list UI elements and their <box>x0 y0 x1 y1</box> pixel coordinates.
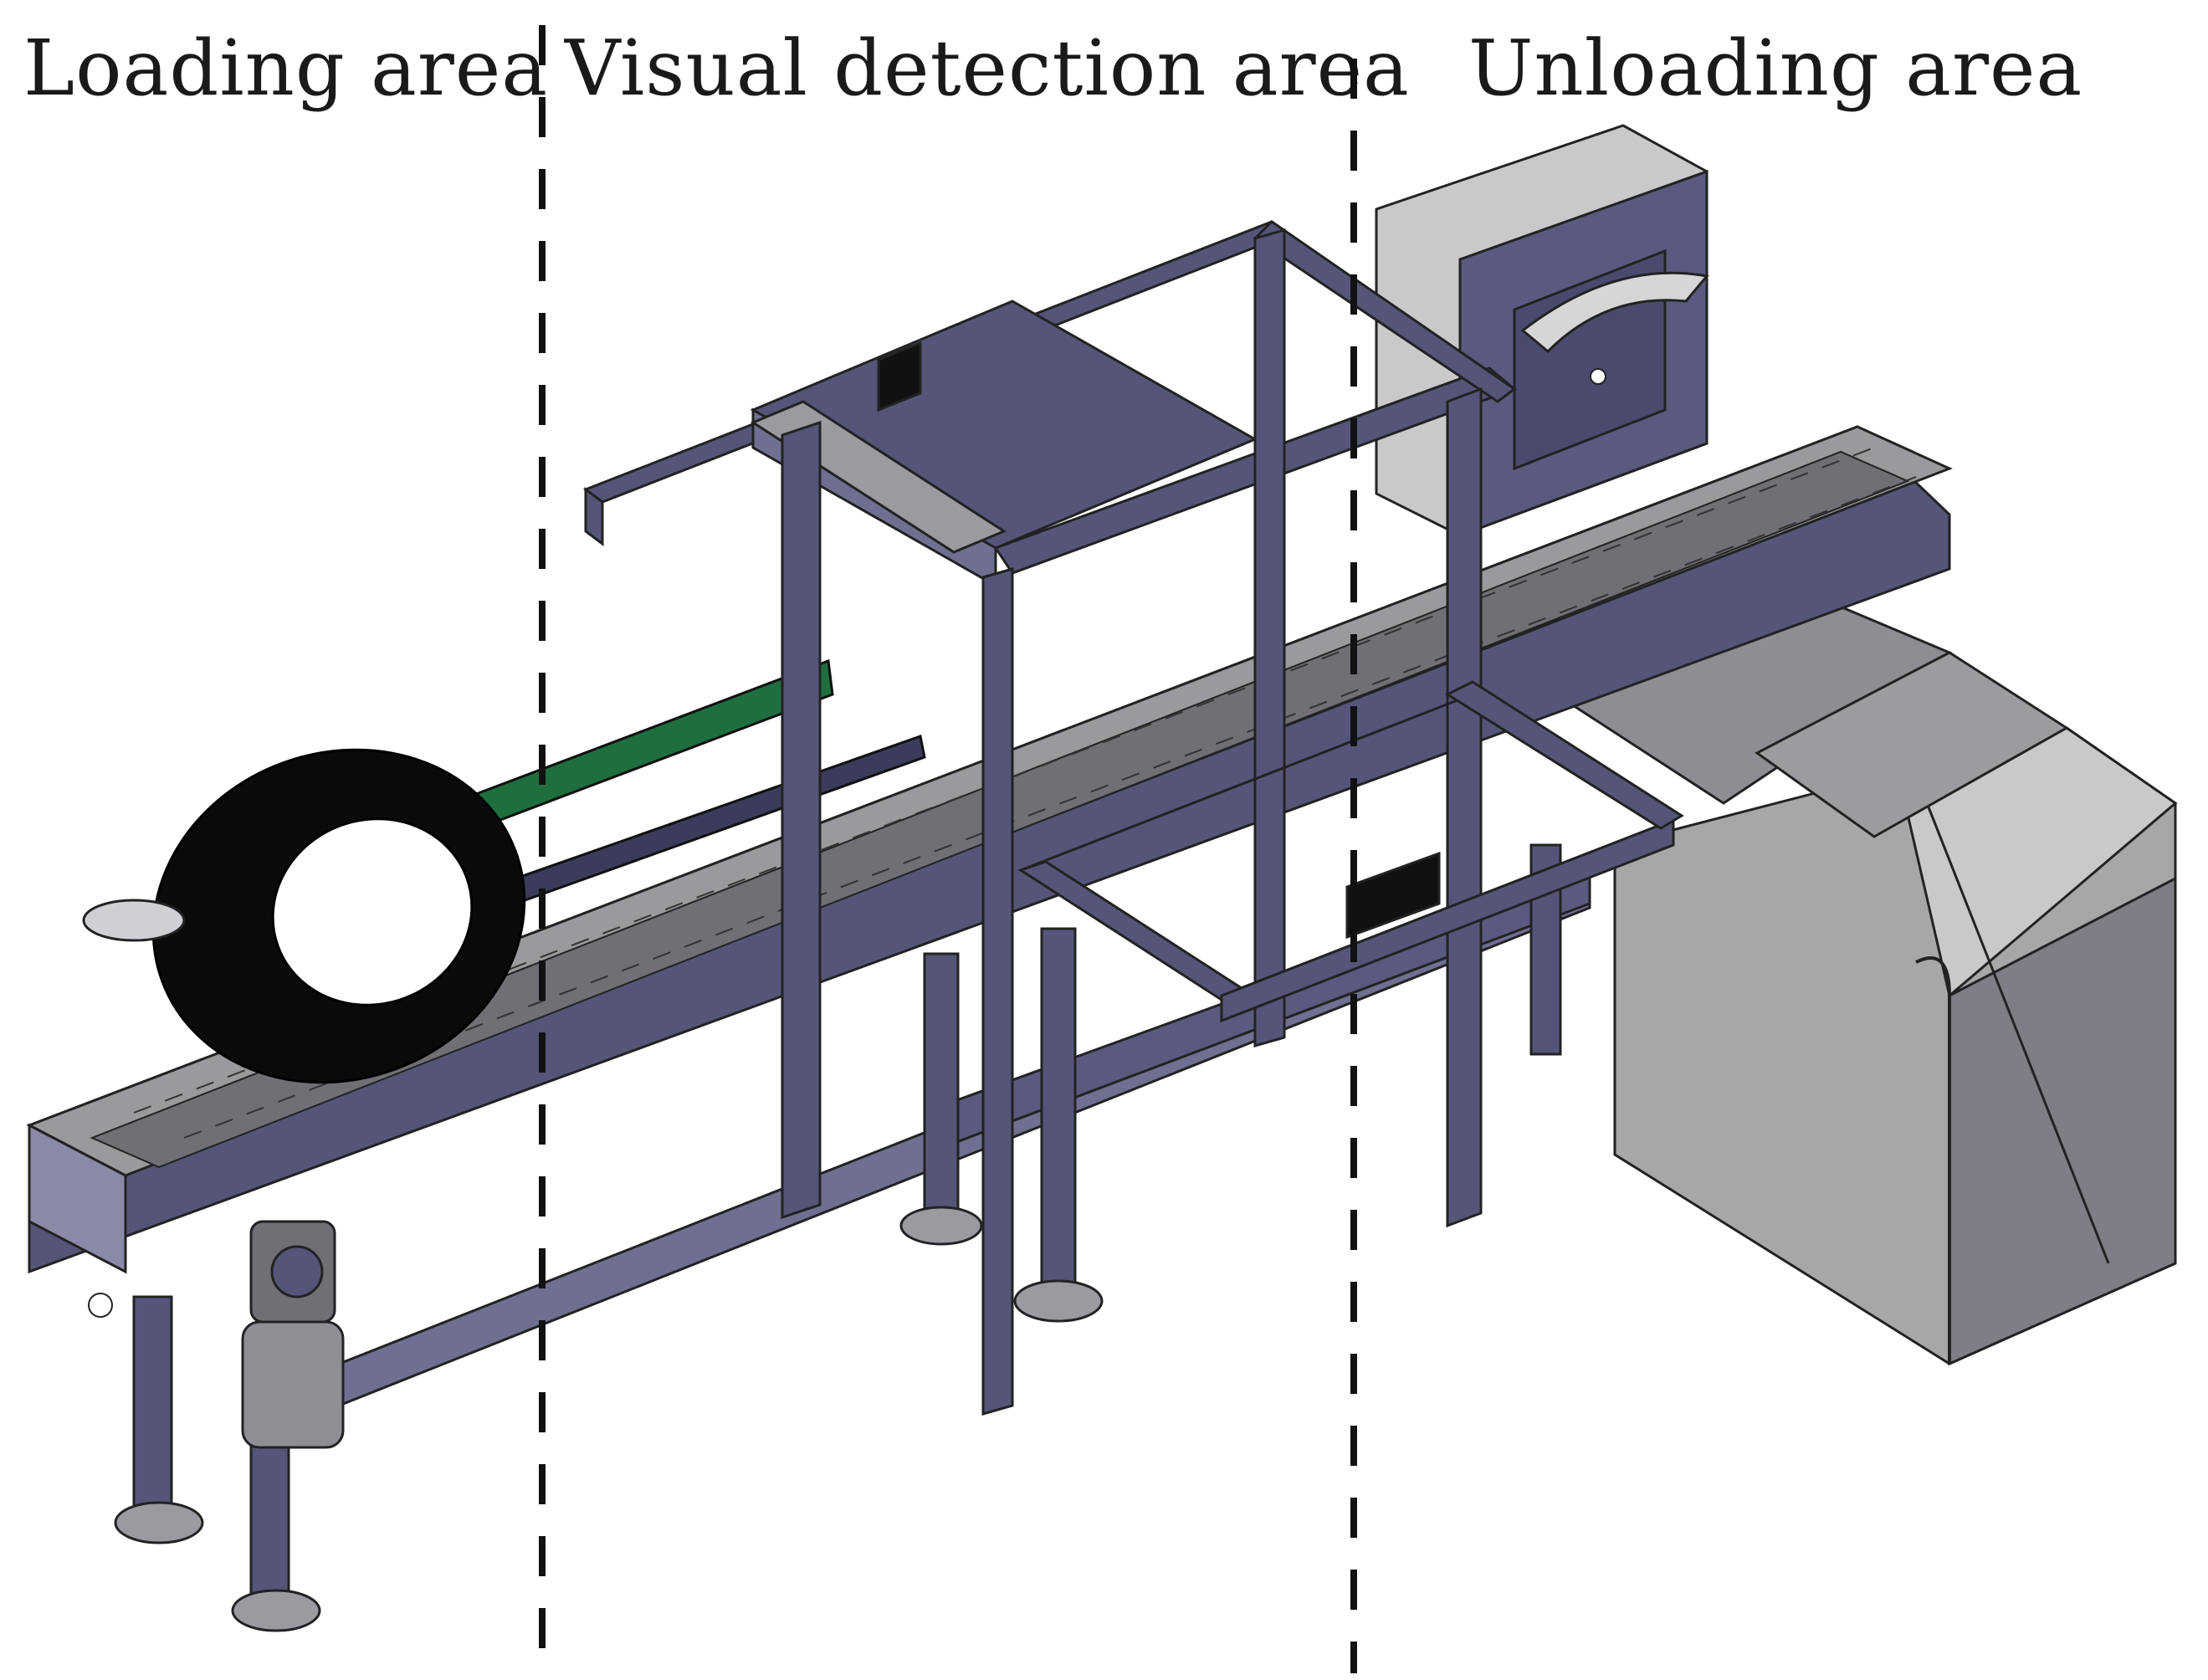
unloading-area-label: Unloading area <box>1468 23 2083 113</box>
unloading-hood <box>1375 124 1709 538</box>
visual-detection-area-label: Visual detection area <box>565 23 1410 113</box>
drive-motor <box>241 1220 345 1449</box>
detection-gantry <box>582 220 1684 1416</box>
unloading-cabinet <box>1553 584 2178 1366</box>
loading-area-label: Loading area <box>23 23 549 113</box>
tire <box>82 748 526 1084</box>
